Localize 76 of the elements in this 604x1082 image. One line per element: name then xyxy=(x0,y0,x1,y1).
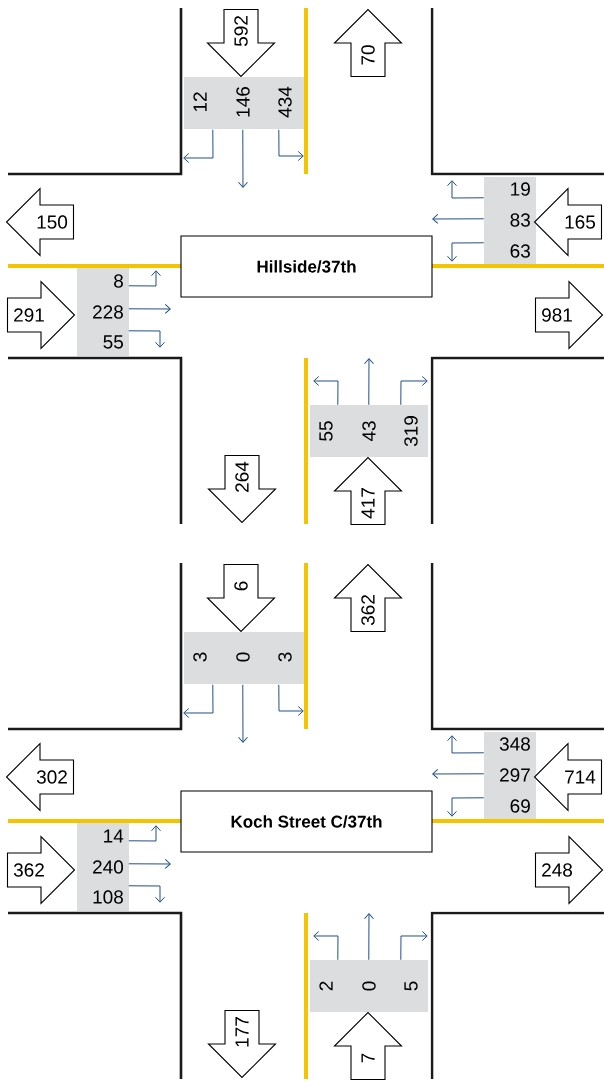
turn-count: 319 xyxy=(404,416,418,447)
turn-arrow xyxy=(447,797,485,817)
turn-count: 228 xyxy=(93,305,123,319)
count-band xyxy=(310,405,428,457)
turn-arrow xyxy=(238,129,248,188)
turn-arrow xyxy=(447,180,485,199)
volume-sign: 177 xyxy=(207,1009,277,1079)
turn-count: 0 xyxy=(362,981,376,991)
turn-arrow xyxy=(278,129,304,161)
turn-arrow xyxy=(313,376,339,406)
volume-sign: 981 xyxy=(534,280,604,350)
turn-arrow xyxy=(400,376,428,406)
turn-count: 434 xyxy=(278,86,292,118)
turn-arrow xyxy=(278,684,304,716)
turn-arrow xyxy=(128,885,165,903)
volume-sign: 417 xyxy=(333,456,403,526)
volume-sign: 264 xyxy=(207,454,277,524)
volume-sign: 70 xyxy=(333,8,403,78)
volume-sign: 6 xyxy=(206,563,276,633)
count-band xyxy=(184,77,304,129)
turn-count: 12 xyxy=(193,92,207,112)
turn-count: 19 xyxy=(511,182,530,196)
count-band xyxy=(77,823,129,911)
turn-count: 297 xyxy=(500,768,530,782)
turn-arrow xyxy=(400,931,428,961)
volume-sign: 302 xyxy=(5,742,75,812)
intersection-box: Koch Street C/37th xyxy=(180,790,433,853)
turn-arrow xyxy=(432,213,485,224)
turn-arrow xyxy=(128,303,171,314)
volume-sign: 592 xyxy=(206,8,276,78)
turn-count: 14 xyxy=(104,829,124,843)
turn-arrow xyxy=(128,330,165,348)
turn-arrow xyxy=(363,913,374,961)
turn-arrow xyxy=(183,129,214,163)
turn-count: 63 xyxy=(510,244,530,258)
turn-arrow xyxy=(313,931,339,961)
turn-arrow xyxy=(447,242,485,262)
volume-sign: 362 xyxy=(6,835,76,905)
turn-count: 2 xyxy=(319,981,333,991)
turn-count: 69 xyxy=(510,799,530,813)
turn-count: 348 xyxy=(499,737,530,751)
turn-arrow xyxy=(128,270,161,287)
turn-count: 3 xyxy=(278,652,292,662)
turn-count: 5 xyxy=(404,981,418,991)
turn-arrow xyxy=(363,358,374,406)
turn-count: 240 xyxy=(93,860,124,874)
count-band xyxy=(484,177,536,264)
node-label: 165 xyxy=(565,215,596,229)
turn-count: 83 xyxy=(510,213,530,227)
turn-count: 55 xyxy=(103,335,123,349)
turn-arrow xyxy=(183,684,214,718)
turn-arrow xyxy=(447,735,485,754)
volume-sign: 7 xyxy=(333,1011,403,1081)
count-band xyxy=(77,268,129,356)
turn-count: 3 xyxy=(193,652,207,662)
node-label: 714 xyxy=(565,770,596,784)
turn-count: 55 xyxy=(319,421,333,441)
count-band xyxy=(484,732,536,819)
volume-sign: 248 xyxy=(534,835,604,905)
turn-count: 43 xyxy=(362,421,376,442)
turn-arrow xyxy=(128,825,161,842)
turn-count: 108 xyxy=(93,890,123,904)
turn-count: 8 xyxy=(114,274,123,288)
volume-sign: 362 xyxy=(333,563,403,633)
turn-arrow xyxy=(432,768,485,779)
volume-sign: 150 xyxy=(5,187,75,257)
turn-arrow xyxy=(238,684,248,743)
intersection-box: Hillside/37th xyxy=(180,235,433,298)
turn-arrow xyxy=(128,858,171,869)
volume-sign: 714 xyxy=(533,742,603,812)
volume-sign: 165 xyxy=(533,187,603,257)
turn-count: 0 xyxy=(236,652,250,662)
turn-count: 146 xyxy=(236,87,250,117)
count-band xyxy=(184,632,304,684)
volume-sign: 291 xyxy=(6,280,76,350)
count-band xyxy=(310,960,428,1012)
